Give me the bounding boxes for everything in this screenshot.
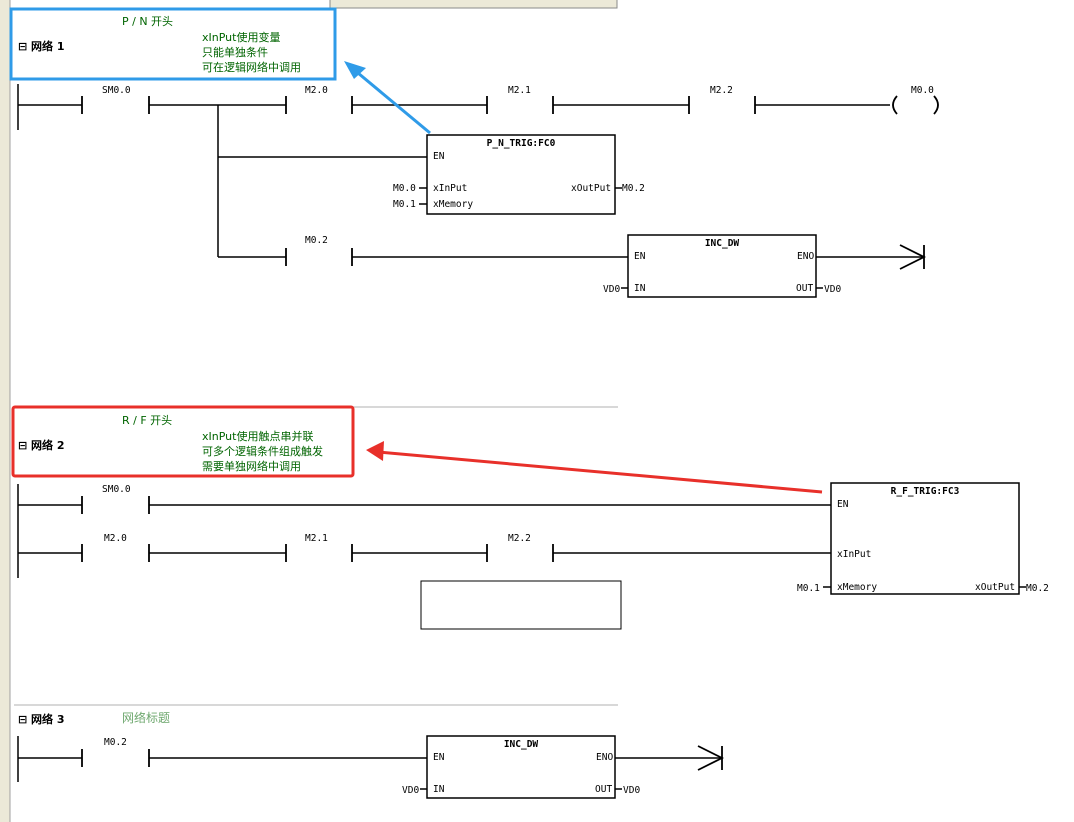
network-1-inc-dw-out-operand: VD0 — [824, 284, 841, 295]
blue-callout-arrow — [344, 61, 366, 79]
p-n-trig-out1-operand: M0.2 — [622, 183, 645, 194]
network-3-inc-dw-en: EN — [433, 752, 445, 763]
network-3-inc-dw-out: OUT — [595, 784, 612, 795]
network-2-contact-m21-label: M2.1 — [305, 533, 328, 544]
network-3-label: 网络 3 — [31, 712, 64, 726]
network-1-coil-label: M0.0 — [911, 85, 934, 96]
network-3-collapse-icon[interactable]: ⊟ — [18, 713, 27, 726]
network-1-coil-m00[interactable] — [892, 95, 898, 115]
r-f-trig-xmemory: xMemory — [837, 582, 877, 593]
network-3-title[interactable]: 网络标题 — [122, 710, 170, 725]
p-n-trig-xinput: xInPut — [433, 183, 467, 194]
network-3-inc-dw-eno: ENO — [596, 752, 613, 763]
network-1-comment-line-4: 可在逻辑网络中调用 — [202, 60, 301, 74]
p-n-trig-in1-operand: M0.0 — [393, 183, 416, 194]
network-1[interactable]: ⊟ 网络 1 P / N 开头 xInPut使用变量 只能单独条件 可在逻辑网络… — [9, 7, 939, 298]
r-f-trig-en: EN — [837, 499, 849, 510]
r-f-trig-title: R_F_TRIG:FC3 — [891, 486, 960, 497]
top-panel-edge — [329, 0, 618, 9]
p-n-trig-in2-operand: M0.1 — [393, 199, 416, 210]
network-1-inc-dw-en: EN — [634, 251, 646, 262]
network-2-comment-line-4: 需要单独网络中调用 — [202, 459, 301, 473]
network-3-inc-dw-block[interactable] — [426, 735, 616, 799]
network-1-collapse-icon[interactable]: ⊟ — [18, 40, 27, 53]
network-1-inc-dw-in-operand: VD0 — [603, 284, 620, 295]
network-1-inc-dw-eno: ENO — [797, 251, 814, 262]
network-1-contact-sm00-label: SM0.0 — [102, 85, 131, 96]
network-1-inc-dw-in: IN — [634, 283, 646, 294]
network-1-contact-m02-label: M0.2 — [305, 235, 328, 246]
r-f-trig-in2-operand: M0.1 — [797, 583, 820, 594]
network-1-inc-dw-title: INC_DW — [705, 238, 740, 249]
p-n-trig-en: EN — [433, 151, 445, 162]
network-1-comment-line-2: xInPut使用变量 — [202, 30, 280, 44]
network-2-contact-sm00-label: SM0.0 — [102, 484, 131, 495]
network-1-inc-dw-block[interactable] — [627, 234, 817, 298]
r-f-trig-out1-operand: M0.2 — [1026, 583, 1049, 594]
network-1-comment-line-3: 只能单独条件 — [202, 45, 268, 59]
network-3-inc-dw-title: INC_DW — [504, 739, 539, 750]
network-2-contact-m20-label: M2.0 — [104, 533, 127, 544]
r-f-trig-xinput: xInPut — [837, 549, 871, 560]
network-3-inc-dw-in: IN — [433, 784, 445, 795]
blue-callout-box — [9, 7, 337, 81]
network-1-contact-m22-label: M2.2 — [710, 85, 733, 96]
r-f-trig-block[interactable] — [830, 482, 1020, 595]
network-3-inc-dw-in-operand: VD0 — [402, 785, 419, 796]
network-2-comment-line-3: 可多个逻辑条件组成触发 — [202, 444, 323, 458]
r-f-trig-xoutput: xOutPut — [975, 582, 1015, 593]
network-3-inc-dw-out-operand: VD0 — [623, 785, 640, 796]
network-1-label: 网络 1 — [31, 39, 64, 53]
network-3-contact-m02-label: M0.2 — [104, 737, 127, 748]
network-2-collapse-icon[interactable]: ⊟ — [18, 439, 27, 452]
network-1-comment-line-1: P / N 开头 — [122, 15, 173, 28]
red-callout-box — [11, 405, 355, 478]
p-n-trig-xmemory: xMemory — [433, 199, 473, 210]
red-callout-arrow — [366, 441, 384, 461]
network-2-comment-line-2: xInPut使用触点串并联 — [202, 429, 313, 443]
p-n-trig-title: P_N_TRIG:FC0 — [487, 138, 556, 149]
p-n-trig-block[interactable] — [426, 134, 616, 215]
network-3[interactable]: ⊟ 网络 3 网络标题 M0.2 INC_DW EN ENO IN OUT VD… — [17, 710, 725, 799]
network-2-comment-line-1: R / F 开头 — [122, 414, 172, 427]
network-2-contact-m22-label: M2.2 — [508, 533, 531, 544]
editor-left-margin — [0, 0, 10, 822]
network-1-contact-m21-label: M2.1 — [508, 85, 531, 96]
p-n-trig-xoutput: xOutPut — [571, 183, 611, 194]
network-1-inc-dw-out: OUT — [796, 283, 813, 294]
network-2-label: 网络 2 — [31, 438, 64, 452]
network-1-contact-m20-label: M2.0 — [305, 85, 328, 96]
empty-edit-box[interactable] — [420, 580, 622, 630]
network-2[interactable]: ⊟ 网络 2 R / F 开头 xInPut使用触点串并联 可多个逻辑条件组成触… — [11, 405, 1049, 630]
